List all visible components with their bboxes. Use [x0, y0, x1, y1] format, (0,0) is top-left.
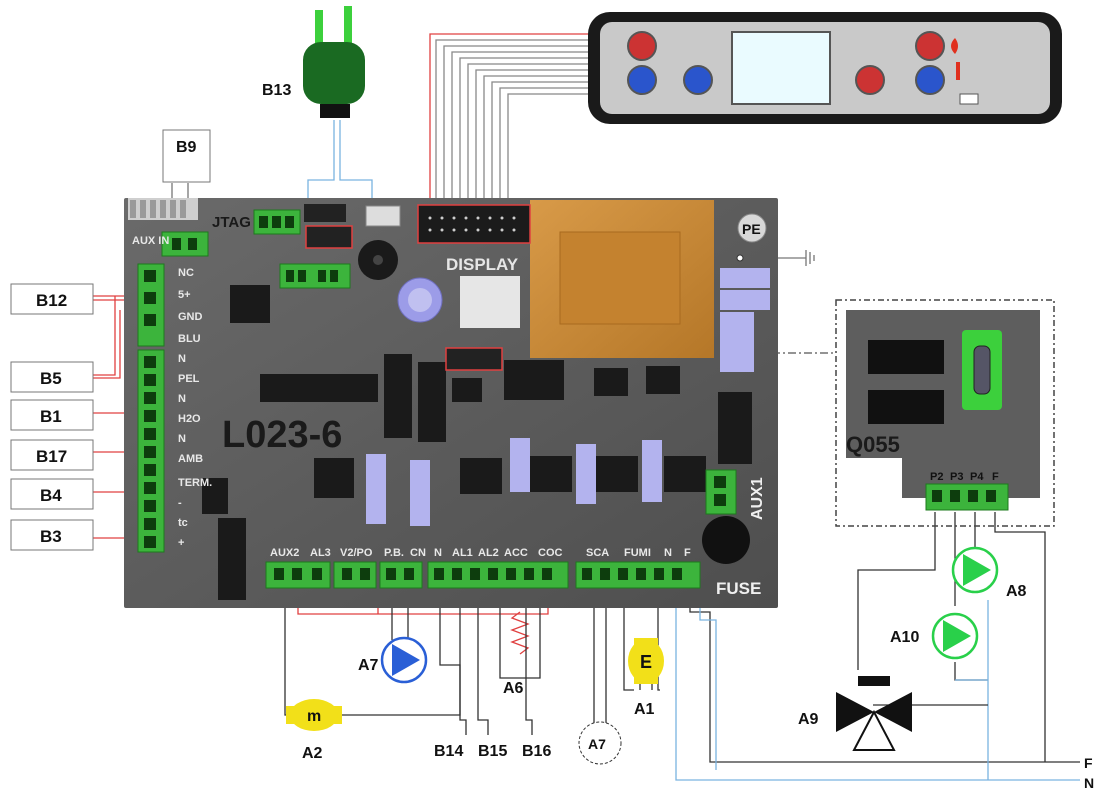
q055-pin-label: P2: [930, 471, 943, 483]
sensor-label-b17: B17: [36, 447, 67, 466]
q055-pin-label: P3: [950, 471, 963, 483]
pin-label: N: [178, 393, 186, 405]
q055-label: Q055: [846, 432, 900, 457]
pin-label: NC: [178, 267, 194, 279]
sensor-label-b5: B5: [40, 369, 62, 388]
sensor-label-b12: B12: [36, 291, 67, 310]
flame-icon: [951, 38, 958, 54]
q055-pin-label: P4: [970, 471, 984, 483]
b16-label: B16: [522, 743, 551, 760]
pin-label: GND: [178, 311, 203, 323]
left-terminal-strip: [137, 263, 165, 553]
pin-label: H2O: [178, 413, 201, 425]
sensor-label-b4: B4: [40, 486, 62, 505]
valve-a9: [836, 676, 912, 751]
pump-a8-label: A8: [1006, 583, 1027, 600]
connector-label: COC: [538, 547, 563, 559]
connector-label: AL2: [478, 547, 499, 559]
aux1-label: AUX1: [749, 477, 766, 520]
fuse-label: FUSE: [716, 579, 761, 598]
pin-label: AMB: [178, 453, 203, 465]
display-panel: [588, 12, 1062, 124]
b13-label: B13: [262, 82, 291, 99]
sensor-box-b17: [10, 439, 94, 471]
display-connector: [417, 204, 531, 244]
display-label: DISPLAY: [446, 255, 519, 274]
connector-label: AUX2: [270, 547, 299, 559]
connector-label: AL3: [310, 547, 331, 559]
aux-in-label: AUX IN: [132, 235, 169, 247]
left-pin-labels: NC 5+ GND BLU N PEL N H2O N AMB TERM. - …: [178, 267, 212, 549]
motor-a1-label: A1: [634, 701, 655, 718]
b9-sensor-box: [162, 129, 211, 183]
line-f-label: F: [1084, 755, 1093, 771]
connector-label: SCA: [586, 547, 609, 559]
pump-a7-label: A7: [358, 657, 379, 674]
q055-pin-label: F: [992, 471, 999, 483]
pin-label: +: [178, 537, 184, 549]
sensor-box-b4: [10, 478, 94, 510]
resistor-a6-label: A6: [503, 680, 524, 697]
bottom-terminal-strip: [265, 561, 701, 589]
pump-a7: [380, 636, 428, 684]
sensor-a7: [578, 721, 622, 765]
connector-label: AL1: [452, 547, 473, 559]
sensor-box-b3: [10, 519, 94, 551]
sensor-a7-label: A7: [588, 736, 606, 752]
down-button-left[interactable]: [627, 65, 657, 95]
sensor-label-b3: B3: [40, 527, 62, 546]
pin-label: PEL: [178, 373, 200, 385]
thermometer-icon: [956, 62, 960, 80]
pin-label: N: [178, 353, 186, 365]
b13-sensor: [303, 6, 365, 118]
pin-label: tc: [178, 517, 188, 529]
sensor-boxes: [10, 283, 94, 551]
sensor-box-b5: [10, 361, 94, 393]
menu-button[interactable]: [683, 65, 713, 95]
connector-label: FUMI: [624, 547, 651, 559]
sensor-box-b1: [10, 399, 94, 431]
pin-label: N: [178, 433, 186, 445]
motor-a2-symbol: m: [307, 708, 321, 725]
board-model: L023-6: [222, 414, 342, 456]
motor-a1: [628, 638, 664, 684]
pump-a10-label: A10: [890, 629, 919, 646]
pump-a8: [951, 546, 999, 594]
control-board: [124, 198, 778, 608]
sensor-label-b1: B1: [40, 407, 62, 426]
motor-a2: [286, 699, 342, 731]
line-n-label: N: [1084, 775, 1094, 791]
connector-label: V2/PO: [340, 547, 373, 559]
jtag-label: JTAG: [212, 214, 251, 231]
up-button-right[interactable]: [915, 31, 945, 61]
lcd-screen: [731, 31, 831, 105]
connector-label: CN: [410, 547, 426, 559]
q055-module: [835, 299, 1055, 527]
valve-a9-label: A9: [798, 711, 819, 728]
pin-label: BLU: [178, 333, 201, 345]
sensor-box-b12: [10, 283, 94, 315]
connector-label: N: [664, 547, 672, 559]
connector-label: F: [684, 547, 691, 559]
power-button[interactable]: [855, 65, 885, 95]
pump-a10: [931, 612, 979, 660]
connector-label: N: [434, 547, 442, 559]
motor-a2-label: A2: [302, 745, 323, 762]
b15-label: B15: [478, 743, 507, 760]
b14-label: B14: [434, 743, 463, 760]
motor-a1-symbol: E: [640, 652, 652, 672]
pin-label: TERM.: [178, 477, 212, 489]
up-button-left[interactable]: [627, 31, 657, 61]
pin-label: -: [178, 497, 182, 509]
b9-label: B9: [176, 139, 197, 156]
pin-label: 5+: [178, 289, 191, 301]
connector-label: ACC: [504, 547, 528, 559]
bottom-connector-labels: AUX2 AL3 V2/PO P.B. CN N AL1 AL2 ACC COC…: [270, 547, 691, 559]
down-button-right[interactable]: [915, 65, 945, 95]
pe-label: PE: [742, 221, 761, 237]
connector-label: P.B.: [384, 547, 404, 559]
